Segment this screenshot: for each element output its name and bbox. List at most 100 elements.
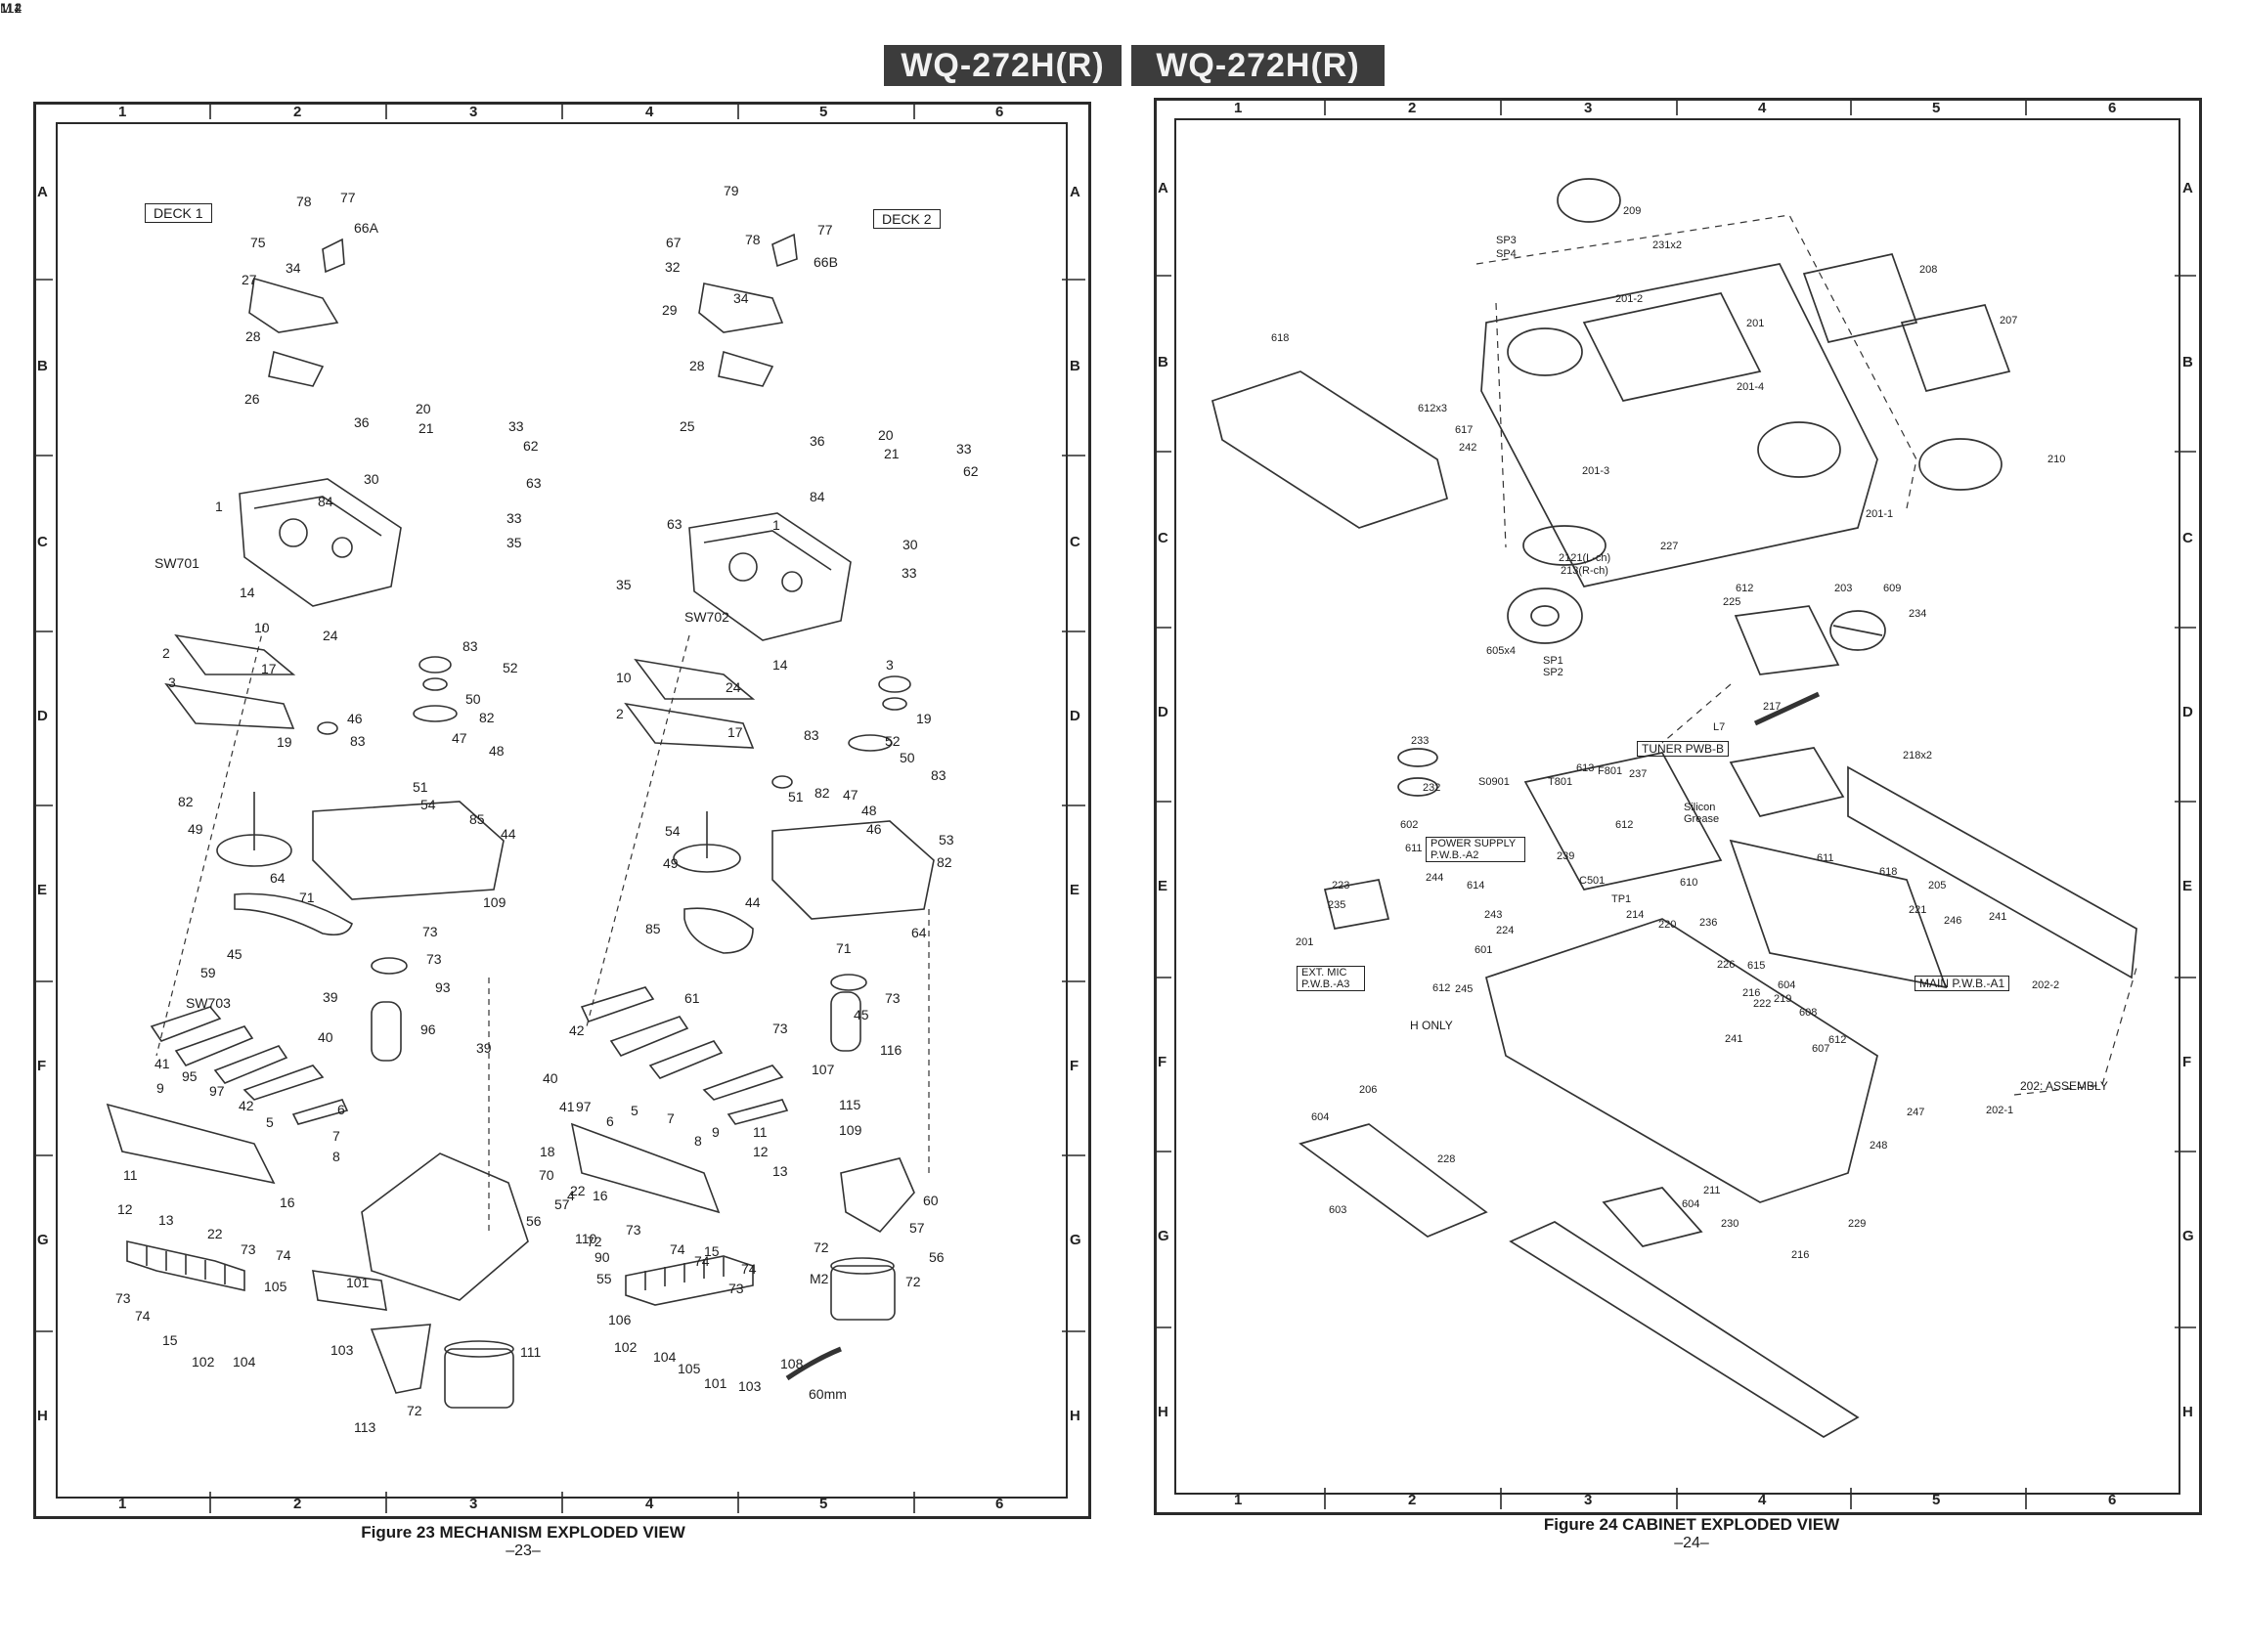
part-callout: 104	[653, 1349, 677, 1365]
grid-row-label: H	[2182, 1404, 2193, 1420]
part-callout: 50	[465, 691, 481, 707]
grid-row-label: E	[1070, 882, 1080, 898]
part-callout: 103	[738, 1378, 762, 1394]
part-callout: 78	[296, 194, 312, 209]
part-callout: 73	[772, 1021, 788, 1036]
part-callout: 209	[1623, 205, 1642, 217]
part-callout: 36	[354, 414, 370, 430]
part-callout: 245	[1455, 983, 1474, 995]
part-callout: 13	[158, 1212, 174, 1228]
part-callout: 73	[626, 1222, 641, 1238]
part-callout: 44	[745, 894, 761, 910]
part-callout: 85	[645, 921, 661, 936]
part-callout: 35	[616, 577, 632, 592]
part-callout: 202-2	[2032, 979, 2060, 991]
part-callout: 52	[503, 660, 518, 675]
part-callout: 229	[1848, 1218, 1867, 1230]
part-callout: 221	[1909, 904, 1927, 916]
part-callout: 612	[1615, 819, 1634, 831]
part-callout: 60mm	[809, 1386, 847, 1402]
part-callout: 15	[162, 1332, 178, 1348]
part-callout: T801	[1548, 776, 1573, 788]
part-callout: 73	[422, 924, 438, 939]
part-callout: 614	[1467, 880, 1485, 891]
grid-row-label: D	[2182, 704, 2193, 720]
grid-row-label: A	[37, 184, 48, 200]
part-callout: 110	[575, 1231, 597, 1246]
part-callout: 74	[670, 1241, 685, 1257]
grid-row-label: A	[1158, 180, 1168, 196]
part-callout: 21	[418, 420, 434, 436]
part-callout: 107	[812, 1062, 835, 1077]
grid-col-label: 4	[645, 104, 654, 120]
part-callout: 82	[814, 785, 830, 801]
part-callout: 210	[2047, 454, 2066, 465]
grid-row-label: F	[1070, 1058, 1079, 1074]
model-title-left: WQ-272H(R)	[884, 45, 1122, 86]
part-callout: 201	[1746, 318, 1765, 329]
part-callout: 42	[569, 1022, 585, 1038]
part-callout: 59	[200, 965, 216, 980]
part-callout: 33	[956, 441, 972, 456]
part-callout: 52	[885, 733, 901, 749]
part-callout: 93	[435, 979, 451, 995]
part-callout: 64	[911, 925, 927, 940]
part-callout: 7	[332, 1128, 340, 1144]
part-callout: SP2	[1543, 667, 1563, 678]
part-callout: 71	[836, 940, 852, 956]
part-callout: 612	[1432, 982, 1451, 994]
part-callout: 105	[678, 1361, 701, 1376]
part-callout: 45	[854, 1007, 869, 1022]
figure-23-page-number: –23–	[506, 1543, 541, 1559]
grid-row-label: E	[1158, 878, 1168, 894]
part-callout: 47	[452, 730, 467, 746]
part-callout: 236	[1699, 917, 1718, 929]
part-callout: 8	[332, 1149, 340, 1164]
grid-col-label: 2	[1408, 1492, 1417, 1508]
part-callout: 29	[662, 302, 678, 318]
part-callout: 201-2	[1615, 293, 1644, 305]
part-callout: 1	[772, 517, 780, 533]
grid-col-label: 3	[1584, 1492, 1593, 1508]
part-callout: 28	[689, 358, 705, 373]
part-callout: M2	[810, 1271, 829, 1286]
grid-row-label: B	[1158, 354, 1168, 370]
grid-row-label: B	[2182, 354, 2193, 370]
grid-col-label: 6	[995, 1496, 1004, 1512]
part-callout: 45	[227, 946, 242, 962]
part-callout: 35	[506, 535, 522, 550]
part-callout: 55	[596, 1271, 612, 1286]
grid-row-label: H	[1158, 1404, 1168, 1420]
grid-row-label: F	[1158, 1054, 1167, 1070]
part-callout: 201-3	[1582, 465, 1610, 477]
part-callout: 11	[123, 1167, 138, 1183]
grid-col-label: 1	[1234, 100, 1243, 116]
part-callout: 78	[745, 232, 761, 247]
part-callout: 72	[587, 1234, 602, 1249]
part-callout: 17	[261, 661, 277, 676]
part-callout: 242	[1459, 442, 1477, 454]
part-callout: 72	[407, 1403, 422, 1418]
grid-row-label: B	[1070, 358, 1080, 374]
part-callout: 62	[963, 463, 979, 479]
part-callout: 28	[245, 328, 261, 344]
part-callout: 6	[606, 1113, 614, 1129]
part-callout: 106	[608, 1312, 632, 1327]
part-callout: 601	[1475, 944, 1493, 956]
part-callout: 216	[1791, 1249, 1810, 1261]
part-callout: 83	[931, 767, 946, 783]
part-callout: 205	[1928, 880, 1947, 891]
part-callout: 102	[614, 1339, 638, 1355]
part-callout: F801	[1598, 765, 1623, 777]
part-callout: 73	[426, 951, 442, 967]
grid-row-label: G	[1158, 1228, 1169, 1244]
grid-row-label: E	[37, 882, 48, 898]
part-callout: 83	[350, 733, 366, 749]
part-callout: 15	[704, 1243, 720, 1259]
part-callout: 85	[469, 811, 485, 827]
part-callout: 63	[526, 475, 542, 491]
part-callout: 216	[1742, 987, 1761, 999]
part-callout: 56	[929, 1249, 945, 1265]
part-callout: 248	[1870, 1140, 1888, 1152]
